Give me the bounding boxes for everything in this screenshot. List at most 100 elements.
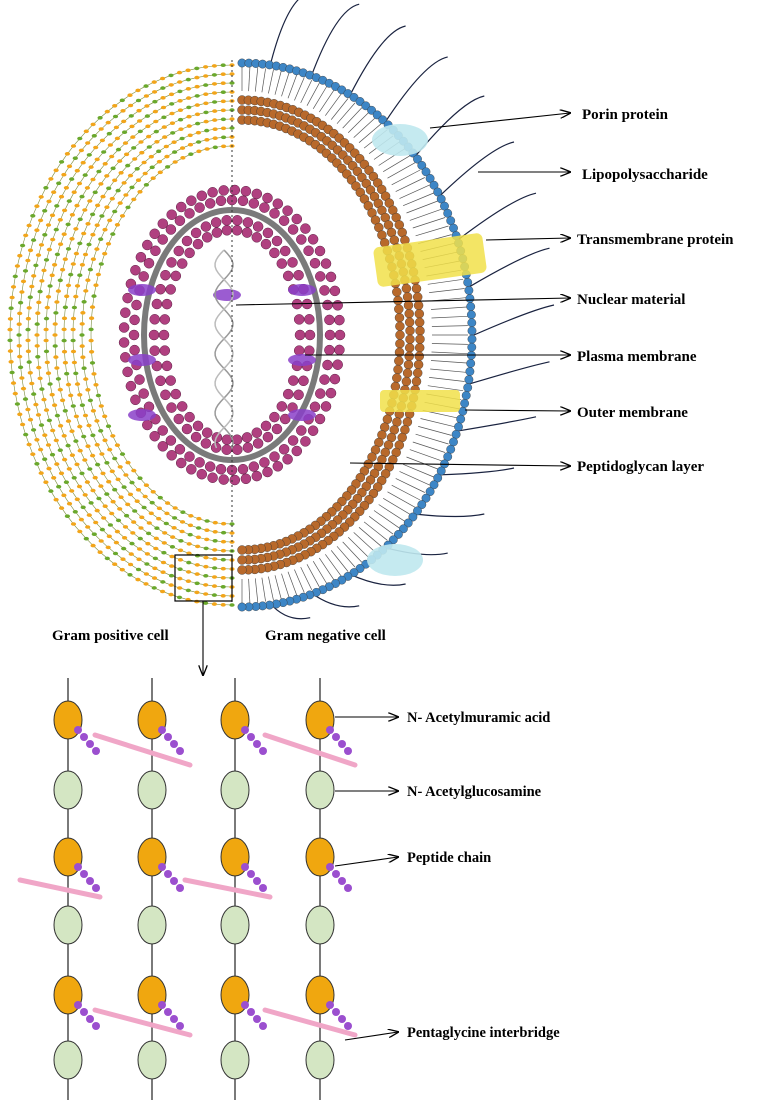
lipid-tail [410, 450, 442, 461]
lipid-bead [404, 360, 413, 369]
lipid-bead [457, 415, 465, 423]
membrane-bead [292, 446, 302, 456]
pg-bead [106, 424, 111, 428]
pg-bead [88, 268, 93, 272]
membrane-bead [288, 225, 298, 235]
membrane-bead [326, 388, 336, 398]
lps-chain [416, 514, 485, 517]
pg-bead [100, 139, 105, 143]
pg-bead [196, 150, 201, 154]
pg-bead [52, 333, 57, 337]
pg-bead [45, 361, 50, 365]
pg-bead [123, 193, 128, 197]
nag-sugar [221, 771, 249, 809]
pg-bead [204, 120, 209, 124]
pg-bead [17, 413, 22, 417]
lipid-bead [405, 343, 414, 352]
membrane-bead [177, 401, 187, 411]
pg-bead [74, 204, 79, 208]
membrane-bead [304, 346, 314, 356]
pg-bead [87, 467, 92, 471]
pg-bead [91, 372, 96, 376]
membrane-bead [232, 435, 242, 445]
membrane-bead [305, 330, 315, 340]
pg-bead [164, 512, 169, 516]
pg-bead [23, 269, 28, 273]
pg-bead [203, 565, 208, 569]
pg-bead [33, 264, 38, 268]
peptide-bead [338, 740, 346, 748]
membrane-bead [334, 315, 344, 325]
pg-bead [39, 279, 44, 283]
membrane-bead [186, 464, 196, 474]
membrane-bead [288, 436, 298, 446]
membrane-bead [272, 236, 282, 246]
pg-bead [115, 530, 120, 534]
pg-bead [110, 232, 115, 236]
pg-bead [117, 507, 122, 511]
nag-sugar [306, 906, 334, 944]
pg-bead [111, 500, 116, 504]
pg-bead [195, 582, 200, 586]
pg-bead [120, 557, 125, 561]
lipid-tail [262, 69, 266, 93]
pg-bead [168, 74, 173, 78]
pg-bead [152, 90, 157, 94]
pg-bead [212, 91, 217, 95]
lipid-tail [430, 369, 466, 372]
pg-bead [28, 249, 33, 253]
pg-bead [101, 516, 106, 520]
membrane-bead [126, 381, 136, 391]
pg-bead [36, 301, 41, 305]
pg-layer-line [10, 65, 232, 605]
pg-bead [204, 547, 209, 551]
label-nuclear-material: Nuclear material [577, 292, 685, 308]
pg-bead [117, 159, 122, 163]
pg-bead [66, 247, 71, 251]
membrane-bead [149, 330, 159, 340]
pg-bead [54, 498, 59, 502]
pg-bead [144, 183, 149, 187]
pg-bead [113, 115, 118, 119]
pg-bead [116, 478, 121, 482]
pg-bead [188, 143, 193, 147]
lipid-tail [388, 163, 416, 179]
pg-bead [93, 476, 98, 480]
pg-bead [186, 115, 191, 119]
pg-bead [100, 472, 105, 476]
pg-bead [80, 403, 85, 407]
pg-bead [195, 85, 200, 89]
pg-bead [111, 167, 116, 171]
pg-bead [67, 199, 72, 203]
lipid-tail [383, 156, 410, 172]
membrane-bead [252, 471, 262, 481]
lipid-tail [331, 98, 348, 119]
pg-bead [71, 404, 76, 408]
membrane-bead [330, 286, 340, 296]
pg-bead [23, 397, 28, 401]
peptide-bead [176, 1022, 184, 1030]
pg-bead [156, 150, 161, 154]
peptide-bead [326, 863, 334, 871]
pg-bead [92, 532, 97, 536]
peptide-bead [86, 1015, 94, 1023]
membrane-bead [185, 452, 195, 462]
membrane-bead [277, 401, 287, 411]
lipid-tail [275, 71, 281, 95]
pg-bead [203, 111, 208, 115]
pg-bead [124, 153, 129, 157]
label-gram-negative-cell: Gram negative cell [265, 628, 386, 644]
membrane-bead [296, 235, 306, 245]
pg-bead [172, 516, 177, 520]
pg-bead [36, 366, 41, 370]
pg-bead [80, 355, 85, 359]
pg-bead [44, 350, 49, 354]
lipid-bead [406, 326, 415, 335]
pg-bead [87, 153, 92, 157]
pg-bead [221, 558, 226, 562]
pg-bead [39, 387, 44, 391]
peptide-bead [74, 863, 82, 871]
pg-bead [203, 592, 208, 596]
pg-bead [46, 295, 51, 299]
